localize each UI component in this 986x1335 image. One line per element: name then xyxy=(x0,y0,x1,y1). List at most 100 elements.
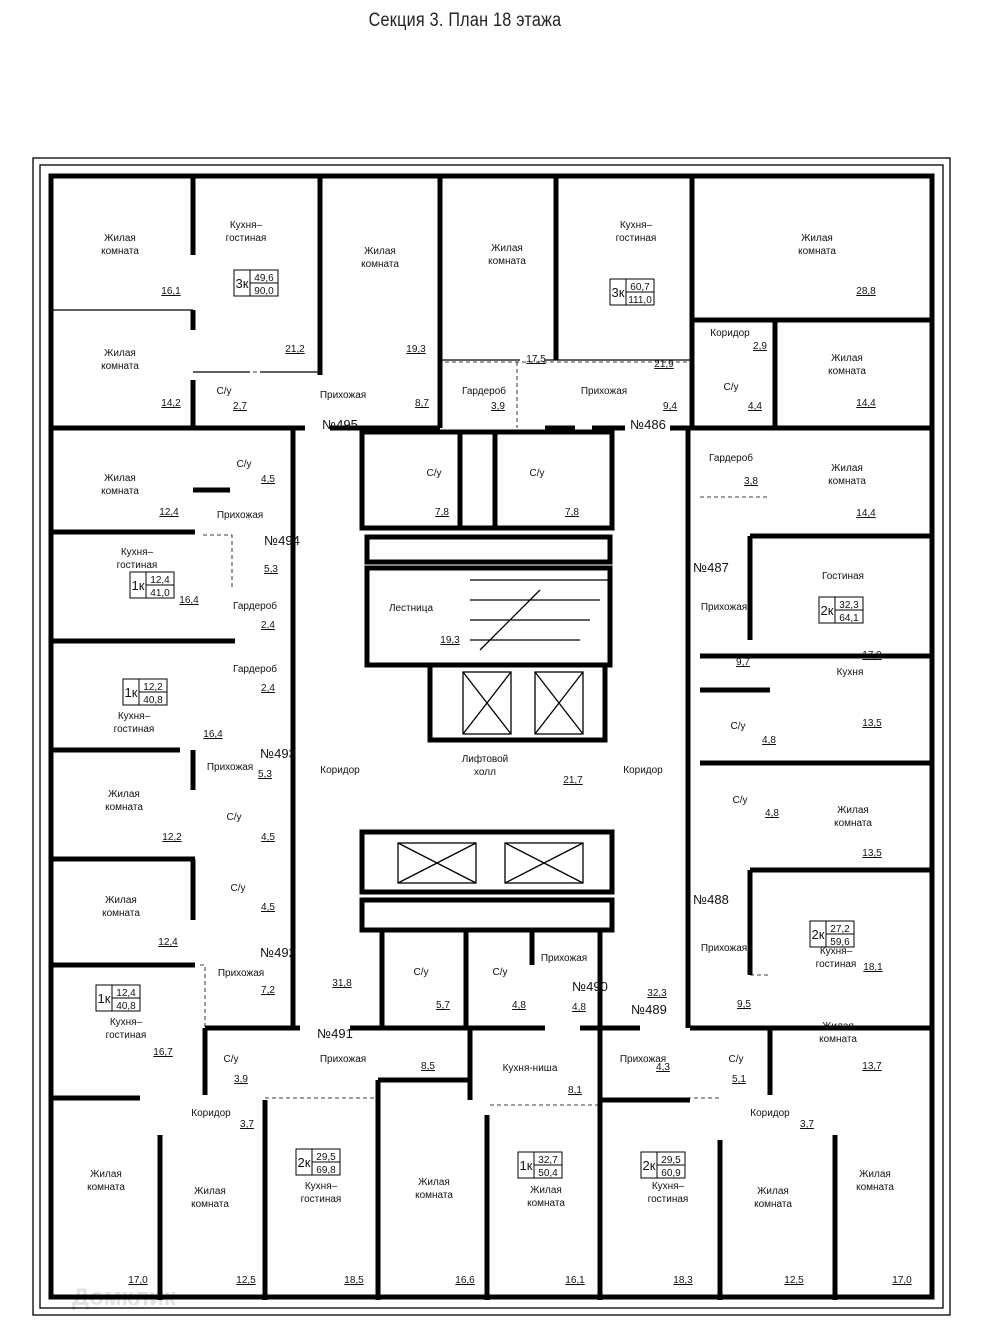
room-area: 21,7 xyxy=(563,775,583,786)
total-area: 90,0 xyxy=(254,286,274,297)
room-name: Лестница xyxy=(389,603,434,614)
outer-walls xyxy=(32,157,951,1316)
room-name: Кухня–гостиная xyxy=(106,1017,147,1041)
room-area: 12,2 xyxy=(162,832,182,843)
room-name: С/у xyxy=(427,468,442,479)
apartment-type: 3к xyxy=(236,276,249,291)
apartment-number: №492 xyxy=(260,945,296,960)
room-area: 2,4 xyxy=(261,620,275,631)
room-name: С/у xyxy=(414,967,429,978)
room-name: Кухня–гостиная xyxy=(117,547,158,571)
total-area: 60,9 xyxy=(661,1168,681,1179)
room-name: Кухня–гостиная xyxy=(226,220,267,244)
room-area: 5,7 xyxy=(436,1000,450,1011)
room-area: 3,7 xyxy=(240,1119,254,1130)
living-area: 12,2 xyxy=(143,682,163,693)
living-area: 27,2 xyxy=(830,924,850,935)
room-area: 17,0 xyxy=(892,1275,912,1286)
room-name: Кухня xyxy=(837,667,864,678)
room-area: 4,8 xyxy=(512,1000,526,1011)
room-name: Коридор xyxy=(623,765,663,776)
room-area: 8,7 xyxy=(415,398,429,409)
living-area: 29,5 xyxy=(316,1152,336,1163)
room-area: 3,7 xyxy=(800,1119,814,1130)
room-area: 9,7 xyxy=(736,657,750,668)
room-area: 18,3 xyxy=(673,1275,693,1286)
apartment-number: №491 xyxy=(317,1026,353,1041)
room-area: 12,4 xyxy=(159,507,179,518)
room-name: Прихожая xyxy=(218,968,264,979)
room-area: 17,0 xyxy=(128,1275,148,1286)
room-name: Прихожая xyxy=(701,602,747,613)
room-name: Кухня-ниша xyxy=(503,1063,558,1074)
room-area: 12,5 xyxy=(236,1275,256,1286)
room-area: 17,9 xyxy=(862,650,882,661)
apartment-type: 2к xyxy=(812,927,825,942)
room-area: 28,8 xyxy=(856,286,876,297)
room-name: С/у xyxy=(493,967,508,978)
room-area: 5,3 xyxy=(258,769,272,780)
apartment-type: 1к xyxy=(520,1158,533,1173)
room-area: 14,4 xyxy=(856,398,876,409)
room-name: Прихожая xyxy=(541,953,587,964)
room-name: С/у xyxy=(530,468,545,479)
apartment-type: 1к xyxy=(125,685,138,700)
room-name: Прихожая xyxy=(701,943,747,954)
room-area: 4,5 xyxy=(261,474,275,485)
room-name: Гардероб xyxy=(462,385,506,397)
room-name: Гардероб xyxy=(233,663,277,675)
room-name: Гардероб xyxy=(233,600,277,612)
room-area: 5,1 xyxy=(732,1074,746,1085)
plan-title: Секция 3. План 18 этажа xyxy=(368,10,562,31)
room-name: С/у xyxy=(731,721,746,732)
room-area: 12,4 xyxy=(158,937,178,948)
room-area: 3,9 xyxy=(491,401,505,412)
apartment-number: №487 xyxy=(693,560,729,575)
room-name: Коридор xyxy=(320,765,360,776)
total-area: 111,0 xyxy=(628,295,652,306)
room-name: Прихожая xyxy=(320,390,366,401)
room-name: С/у xyxy=(724,382,739,393)
room-name: Коридор xyxy=(750,1108,790,1119)
room-area: 3,8 xyxy=(744,476,758,487)
room-name: Прихожая xyxy=(207,762,253,773)
apartment-number: №490 xyxy=(572,979,608,994)
living-area: 32,7 xyxy=(538,1155,558,1166)
room-area: 4,8 xyxy=(765,808,779,819)
total-area: 40,8 xyxy=(116,1001,136,1012)
living-area: 60,7 xyxy=(630,282,650,293)
total-area: 64,1 xyxy=(839,613,859,624)
apartment-type: 2к xyxy=(298,1155,311,1170)
room-name: Прихожая xyxy=(217,510,263,521)
room-area: 4,3 xyxy=(656,1062,670,1073)
total-area: 40,8 xyxy=(143,695,163,706)
room-area: 4,5 xyxy=(261,902,275,913)
interior-walls xyxy=(51,176,932,1300)
room-name: Кухня–гостиная xyxy=(648,1181,689,1205)
room-name: Кухня–гостиная xyxy=(816,946,857,970)
room-area: 16,1 xyxy=(161,286,181,297)
living-area: 29,5 xyxy=(661,1155,681,1166)
room-area: 16,4 xyxy=(203,729,223,740)
room-name: С/у xyxy=(227,812,242,823)
room-name: Прихожая xyxy=(581,386,627,397)
room-area: 19,3 xyxy=(406,344,426,355)
room-name: С/у xyxy=(217,386,232,397)
room-area: 17,5 xyxy=(526,354,546,365)
room-area: 19,3 xyxy=(440,635,460,646)
room-name: С/у xyxy=(729,1054,744,1065)
core xyxy=(359,429,615,1028)
room-name: Кухня–гостиная xyxy=(301,1181,342,1205)
